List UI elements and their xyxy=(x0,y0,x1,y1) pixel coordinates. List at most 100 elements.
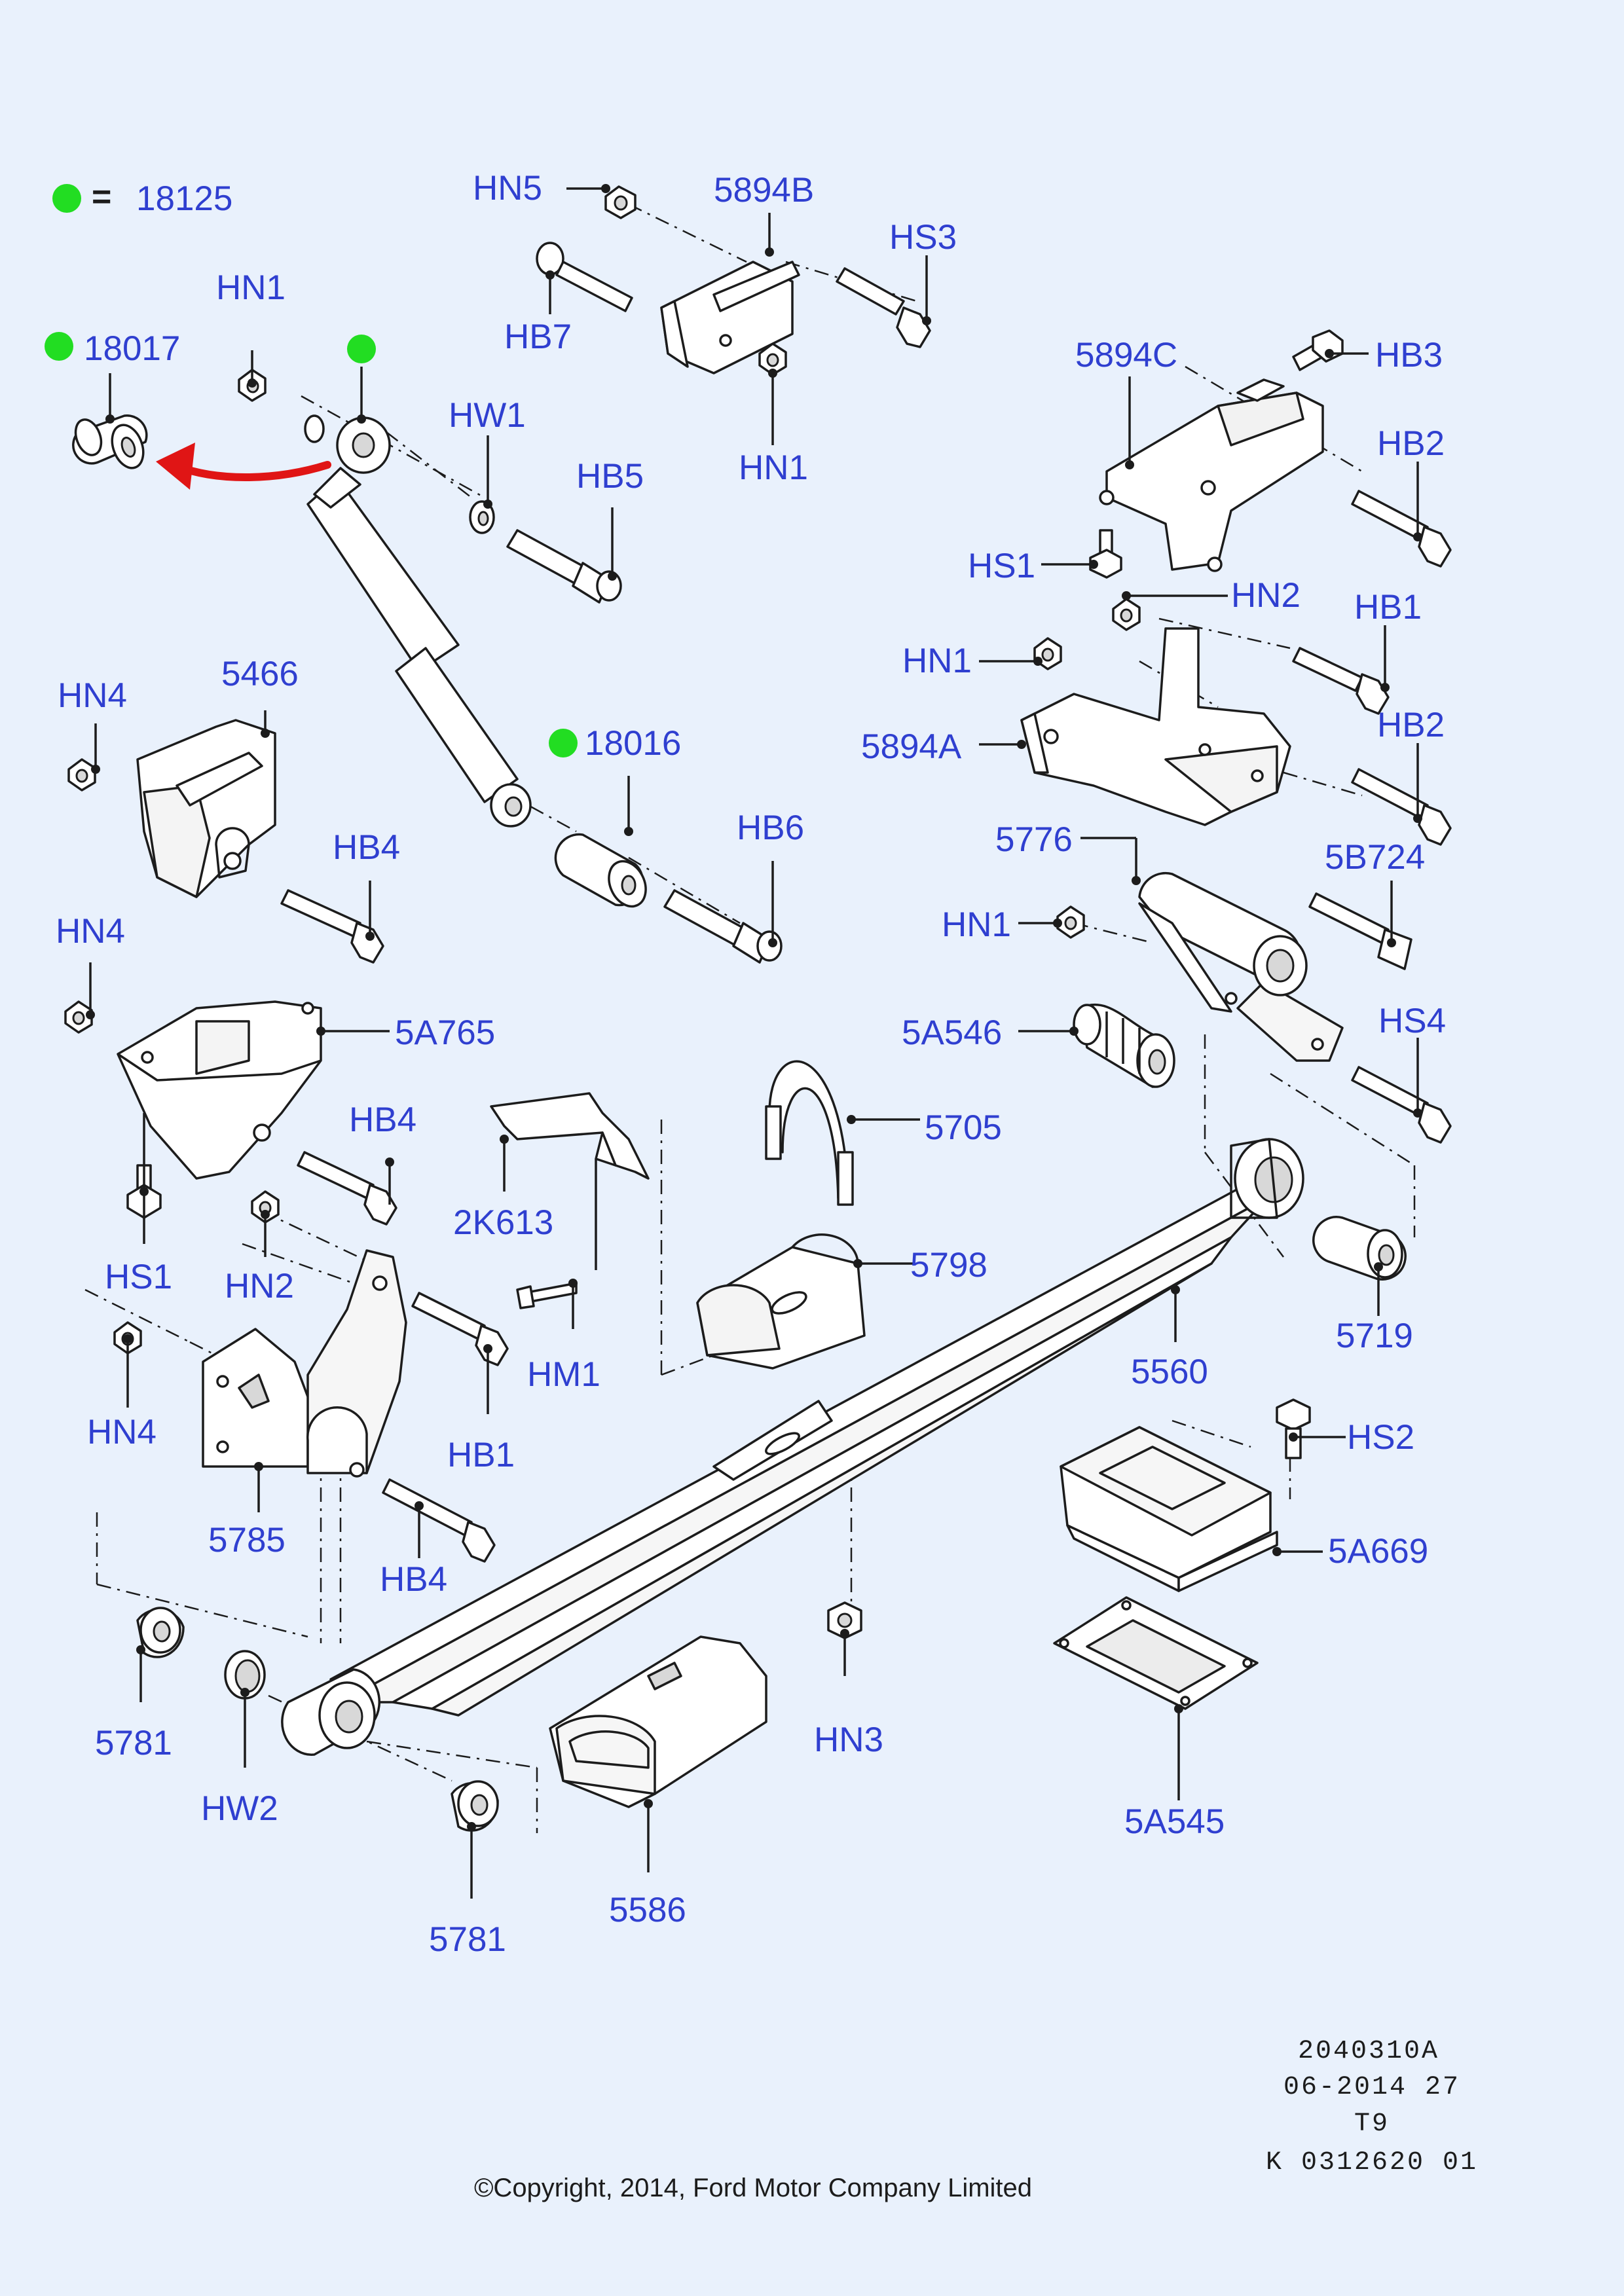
hb6-bolt xyxy=(663,889,783,964)
hs4-bolt xyxy=(1351,1066,1452,1144)
label-5a765: 5A765 xyxy=(395,1013,495,1052)
legend-equals: = xyxy=(92,178,111,216)
label-hn4-c: HN4 xyxy=(87,1413,157,1451)
label-5798: 5798 xyxy=(910,1246,987,1285)
label-hn1-left: HN1 xyxy=(216,268,286,307)
hb5-bolt xyxy=(506,529,622,604)
bracket-5466 xyxy=(136,719,276,898)
label-hb2-a: HB2 xyxy=(1377,424,1445,463)
b5b724-bolt xyxy=(1308,892,1412,970)
spacer-5798 xyxy=(696,1233,866,1370)
diagram-code: T9 xyxy=(1354,2109,1390,2139)
label-hn1-top: HN1 xyxy=(739,448,808,487)
bushing-5781-left xyxy=(136,1607,185,1658)
hb1-bolt-right xyxy=(1292,647,1390,715)
label-hn3: HN3 xyxy=(814,1721,883,1759)
label-hn2-right: HN2 xyxy=(1231,576,1301,615)
legend-marker-icon xyxy=(52,184,81,213)
cover-5586 xyxy=(549,1635,767,1808)
shock-absorber xyxy=(304,414,532,828)
hb2-bolt-b xyxy=(1351,768,1452,846)
label-hn1-right: HN1 xyxy=(902,642,972,680)
bracket-5894a xyxy=(1020,627,1291,826)
hs1-bolt-right xyxy=(1089,529,1122,579)
label-5560: 5560 xyxy=(1131,1353,1208,1391)
bushing-5719 xyxy=(1312,1216,1407,1281)
legend: = 18125 xyxy=(52,178,232,218)
hs3-bolt-top xyxy=(836,267,931,348)
hb4-bolt-b xyxy=(297,1151,397,1226)
marker-18017-icon xyxy=(45,332,73,361)
label-hn4-b: HN4 xyxy=(56,912,125,951)
marker-shock-upper-icon xyxy=(347,335,376,363)
label-5466: 5466 xyxy=(221,655,299,693)
hn1-nut-top xyxy=(758,342,787,376)
hn5-nut xyxy=(604,185,637,219)
label-2k613: 2K613 xyxy=(453,1203,553,1242)
label-hb6: HB6 xyxy=(737,809,804,847)
hn2-nut-right xyxy=(1112,598,1141,631)
u-bolt-5705 xyxy=(765,1060,854,1206)
leader-dots xyxy=(86,184,1422,1831)
shackle-5776 xyxy=(1138,871,1344,1062)
label-hb1-right: HB1 xyxy=(1354,588,1422,627)
replacement-arrow-icon xyxy=(156,443,331,490)
label-5a545: 5A545 xyxy=(1124,1802,1225,1841)
label-5894c: 5894C xyxy=(1075,336,1177,374)
label-hs4: HS4 xyxy=(1378,1002,1446,1040)
bracket-5894b xyxy=(660,261,800,374)
label-hb2-b: HB2 xyxy=(1377,706,1445,744)
label-hs1-left: HS1 xyxy=(105,1258,172,1296)
bracket-2k613 xyxy=(490,1092,650,1270)
bushing-5781-bottom xyxy=(451,1780,499,1832)
spring-front-eye xyxy=(281,1668,380,1756)
leaf-spring-5560 xyxy=(329,1138,1304,1717)
label-hm1: HM1 xyxy=(527,1355,600,1394)
hb4-bolt-a xyxy=(280,889,384,964)
label-5894b: 5894B xyxy=(714,171,814,210)
hb4-bolt-c xyxy=(382,1478,496,1563)
callout-labels: HN5 5894B HS3 HB7 HN1 HN1 18017 HW1 HB5 … xyxy=(56,169,1446,1959)
hs2-bolt xyxy=(1276,1398,1311,1459)
bracket-5a765 xyxy=(117,1000,322,1180)
label-5586: 5586 xyxy=(609,1891,686,1929)
leader-lines xyxy=(89,187,1419,1899)
label-5719: 5719 xyxy=(1336,1317,1413,1355)
bushing-5a546 xyxy=(1073,1003,1175,1088)
label-5781-bottom: 5781 xyxy=(429,1920,506,1959)
legend-part-number: 18125 xyxy=(136,179,232,218)
copyright-notice: ©Copyright, 2014, Ford Motor Company Lim… xyxy=(474,2174,1032,2202)
label-hb1-left: HB1 xyxy=(447,1436,515,1474)
hm1-clip xyxy=(516,1282,578,1309)
bushing-18017 xyxy=(72,414,148,469)
label-hb3: HB3 xyxy=(1375,336,1443,374)
label-5894a: 5894A xyxy=(861,727,962,766)
label-hw2: HW2 xyxy=(201,1789,278,1828)
bushing-18016 xyxy=(554,833,647,908)
hb7-bolt xyxy=(536,242,633,312)
hn1-nut-mid xyxy=(1056,905,1085,939)
label-5776: 5776 xyxy=(995,820,1073,859)
label-5b724: 5B724 xyxy=(1325,838,1425,877)
diagram-id: 2040310A xyxy=(1298,2037,1439,2066)
label-hb4-a: HB4 xyxy=(333,828,400,867)
hn4-nut-a xyxy=(67,758,96,792)
label-hb4-b: HB4 xyxy=(349,1101,416,1139)
label-5a546: 5A546 xyxy=(902,1013,1002,1052)
diagram-reference: K 0312620 01 xyxy=(1266,2148,1478,2178)
label-hn1-mid: HN1 xyxy=(942,905,1011,944)
hn3-nut xyxy=(827,1601,862,1639)
label-18016: 18016 xyxy=(585,724,681,763)
diagram-date: 06-2014 27 xyxy=(1283,2073,1460,2102)
label-hn5: HN5 xyxy=(473,169,542,208)
marker-18016-icon xyxy=(549,729,578,757)
hw1-washer xyxy=(469,500,495,534)
label-hb5: HB5 xyxy=(576,457,644,496)
label-5781-left: 5781 xyxy=(95,1724,172,1762)
label-hs3: HS3 xyxy=(889,218,957,257)
label-hn4-a: HN4 xyxy=(58,676,127,715)
bracket-5894c xyxy=(1099,378,1324,572)
label-5705: 5705 xyxy=(925,1108,1002,1147)
hn4-nut-b xyxy=(64,1000,93,1034)
